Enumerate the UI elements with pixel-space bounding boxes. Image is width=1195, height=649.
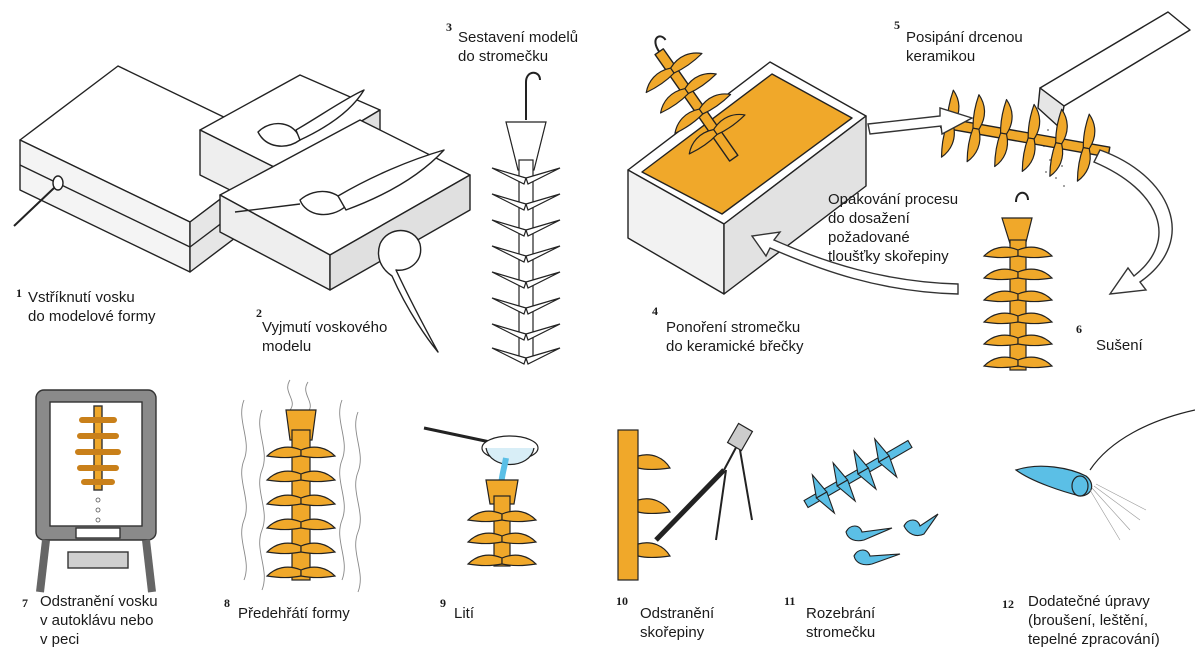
step-8-number: 8 bbox=[224, 594, 230, 613]
step-12-caption: 12 Dodatečné úpravy (broušení, leštění, … bbox=[1028, 592, 1160, 649]
step-2-line-2: modelu bbox=[262, 337, 387, 356]
step-3-line-2: do stromečku bbox=[458, 47, 578, 66]
step-11-line-2: stromečku bbox=[806, 623, 875, 642]
step-1-number: 1 bbox=[16, 284, 22, 303]
step-7-line-3: v peci bbox=[40, 630, 158, 649]
step-1-caption: 1 Vstříknutí vosku do modelové formy bbox=[20, 288, 156, 326]
step-7-number: 7 bbox=[22, 594, 28, 613]
step-12-number: 12 bbox=[1002, 595, 1014, 614]
step-5-caption: 5 Posipání drcenou keramikou bbox=[906, 28, 1023, 66]
step-11-number: 11 bbox=[784, 592, 795, 611]
step-7-line-2: v autoklávu nebo bbox=[40, 611, 158, 630]
step-12-line-3: tepelné zpracování) bbox=[1028, 630, 1160, 649]
pouring-illustration bbox=[424, 428, 538, 566]
step-5-number: 5 bbox=[894, 16, 900, 35]
autoclave-illustration bbox=[36, 390, 156, 592]
grinding-illustration bbox=[1016, 410, 1195, 540]
step-11-caption: 11 Rozebrání stromečku bbox=[806, 604, 875, 642]
step-11-line-1: Rozebrání bbox=[806, 604, 875, 623]
step-6-line-1: Sušení bbox=[1096, 336, 1143, 355]
step-10-line-2: skořepiny bbox=[640, 623, 714, 642]
step-4-line-2: do keramické břečky bbox=[666, 337, 804, 356]
step-4-line-1: Ponoření stromečku bbox=[666, 318, 804, 337]
step-7-line-1: Odstranění vosku bbox=[40, 592, 158, 611]
step-1-line-1: Vstříknutí vosku bbox=[28, 288, 156, 307]
step-2-caption: 2 Vyjmutí voskového modelu bbox=[262, 318, 387, 356]
step-12-line-1: Dodatečné úpravy bbox=[1028, 592, 1160, 611]
loop-note-line-1: Opakování procesu bbox=[828, 190, 958, 209]
loop-note-line-3: požadované bbox=[828, 228, 958, 247]
step-7-caption: 7 Odstranění vosku v autoklávu nebo v pe… bbox=[40, 592, 158, 649]
step-8-caption: 8 Předehřátí formy bbox=[238, 604, 350, 623]
step-10-caption: 10 Odstranění skořepiny bbox=[640, 604, 714, 642]
step-4-number: 4 bbox=[652, 302, 658, 321]
opened-mold-illustration bbox=[200, 75, 470, 352]
step-5-line-2: keramikou bbox=[906, 47, 1023, 66]
step-9-line-1: Lití bbox=[454, 604, 474, 623]
step-2-number: 2 bbox=[256, 304, 262, 323]
drying-tree-illustration bbox=[984, 193, 1052, 370]
step-6-number: 6 bbox=[1076, 320, 1082, 339]
loop-note-line-2: do dosažení bbox=[828, 209, 958, 228]
step-10-number: 10 bbox=[616, 592, 628, 611]
cut-off-parts-illustration bbox=[795, 425, 938, 565]
preheat-illustration bbox=[242, 380, 361, 592]
step-8-line-1: Předehřátí formy bbox=[238, 604, 350, 623]
step-2-line-1: Vyjmutí voskového bbox=[262, 318, 387, 337]
step-3-caption: 3 Sestavení modelů do stromečku bbox=[458, 28, 578, 66]
loop-note-line-4: tloušťky skořepiny bbox=[828, 247, 958, 266]
step-10-line-1: Odstranění bbox=[640, 604, 714, 623]
wax-tree-illustration bbox=[492, 73, 560, 364]
step-5-line-1: Posipání drcenou bbox=[906, 28, 1023, 47]
step-9-number: 9 bbox=[440, 594, 446, 613]
step-3-line-1: Sestavení modelů bbox=[458, 28, 578, 47]
step-9-caption: 9 Lití bbox=[454, 604, 474, 623]
step-3-number: 3 bbox=[446, 18, 452, 37]
shell-removal-illustration bbox=[618, 423, 752, 580]
step-6-caption: 6 Sušení bbox=[1096, 336, 1143, 355]
step-1-line-2: do modelové formy bbox=[28, 307, 156, 326]
step-4-caption: 4 Ponoření stromečku do keramické břečky bbox=[666, 318, 804, 356]
loop-note: Opakování procesu do dosažení požadované… bbox=[828, 190, 958, 266]
step-12-line-2: (broušení, leštění, bbox=[1028, 611, 1160, 630]
